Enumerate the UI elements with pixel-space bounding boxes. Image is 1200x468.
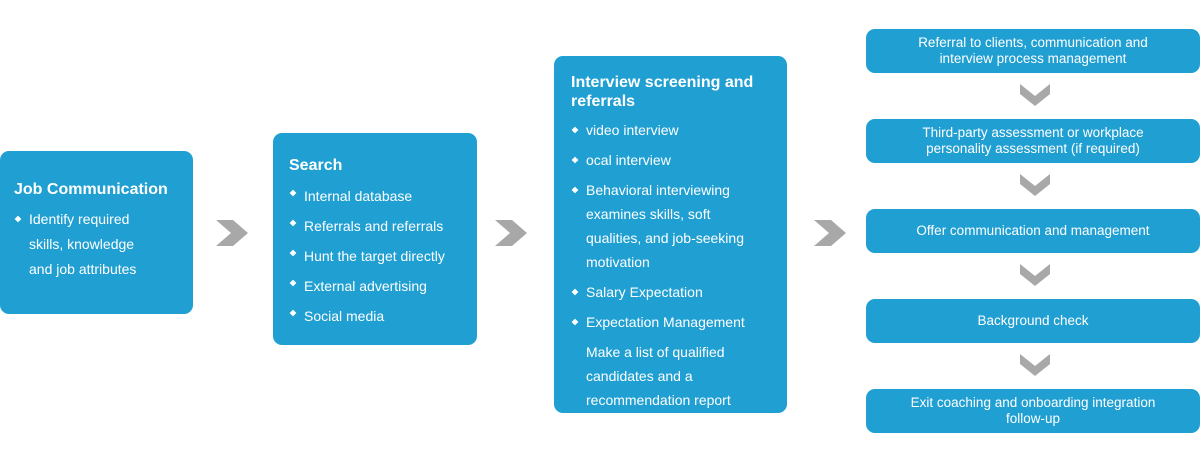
step-offer-communication: Offer communication and management [866, 209, 1200, 253]
step-line: Referral to clients, communication and [918, 35, 1148, 50]
step-line: Offer communication and management [916, 223, 1150, 238]
stage-job-communication: Job Communication Identify required skil… [0, 151, 193, 314]
item-line: External advertising [304, 278, 427, 294]
item-line: candidates and a [586, 368, 693, 384]
stage-item: Internal database [289, 181, 477, 211]
chevron-down-icon [1020, 84, 1050, 106]
item-line: motivation [586, 254, 650, 270]
step-exit-coaching: Exit coaching and onboarding integration… [866, 389, 1200, 433]
stage-item: Behavioral interviewing examines skills,… [571, 178, 787, 274]
stage-item: Referrals and referrals [289, 211, 477, 241]
item-line: video interview [586, 122, 679, 138]
item-line: qualities, and job-seeking [586, 230, 744, 246]
item-line: Salary Expectation [586, 284, 703, 300]
item-line: examines skills, soft [586, 206, 711, 222]
chevron-down-icon [1020, 354, 1050, 376]
stage-item: Expectation Management [571, 310, 787, 334]
item-line: ocal interview [586, 152, 671, 168]
item-line: skills, knowledge [29, 236, 135, 252]
stage-item: Social media [289, 301, 477, 331]
step-line: interview process management [939, 51, 1127, 66]
chevron-right-icon [814, 220, 846, 246]
item-line: recommendation report [586, 392, 731, 408]
step-line: follow-up [1005, 411, 1061, 426]
item-line: Make a list of qualified [586, 344, 725, 360]
step-text: Exit coaching and onboarding integration… [911, 395, 1156, 427]
stage-title: Interview screening and referrals [571, 74, 754, 110]
stage-item: External advertising [289, 271, 477, 301]
item-line: Identify required [29, 211, 130, 227]
stage-title: Job Communication [14, 181, 168, 198]
item-line: and job attributes [29, 261, 137, 277]
item-line: Referrals and referrals [304, 218, 444, 234]
stage-title: Search [289, 157, 343, 174]
step-text: Background check [977, 313, 1088, 329]
step-line: personality assessment (if required) [926, 141, 1140, 156]
item-line: Behavioral interviewing [586, 182, 730, 198]
stage-interview-screening: Interview screening and referrals video … [554, 56, 787, 413]
chevron-right-icon [495, 220, 527, 246]
step-line: Exit coaching and onboarding integration [910, 395, 1156, 410]
step-text: Referral to clients, communication and i… [918, 35, 1148, 67]
step-line: Background check [977, 313, 1089, 328]
item-line: Expectation Management [586, 314, 745, 330]
chevron-down-icon [1020, 264, 1050, 286]
item-line: Social media [304, 308, 385, 324]
stage-item: Hunt the target directly [289, 241, 477, 271]
step-text: Third-party assessment or workplace pers… [922, 125, 1143, 157]
step-text: Offer communication and management [916, 223, 1149, 239]
stage-item: ocal interview [571, 148, 787, 172]
item-line: Internal database [304, 188, 413, 204]
stage-search: Search Internal database Referrals and r… [273, 133, 477, 345]
stage-item: Identify required skills, knowledge and … [14, 207, 193, 282]
step-third-party-assessment: Third-party assessment or workplace pers… [866, 119, 1200, 163]
step-line: Third-party assessment or workplace [922, 125, 1144, 140]
step-background-check: Background check [866, 299, 1200, 343]
chevron-down-icon [1020, 174, 1050, 196]
stage-item: Salary Expectation [571, 280, 787, 304]
stage-item: video interview [571, 118, 787, 142]
stage-item: Make a list of qualified candidates and … [571, 340, 787, 412]
item-line: Hunt the target directly [304, 248, 445, 264]
step-referral-to-clients: Referral to clients, communication and i… [866, 29, 1200, 73]
chevron-right-icon [216, 220, 248, 246]
